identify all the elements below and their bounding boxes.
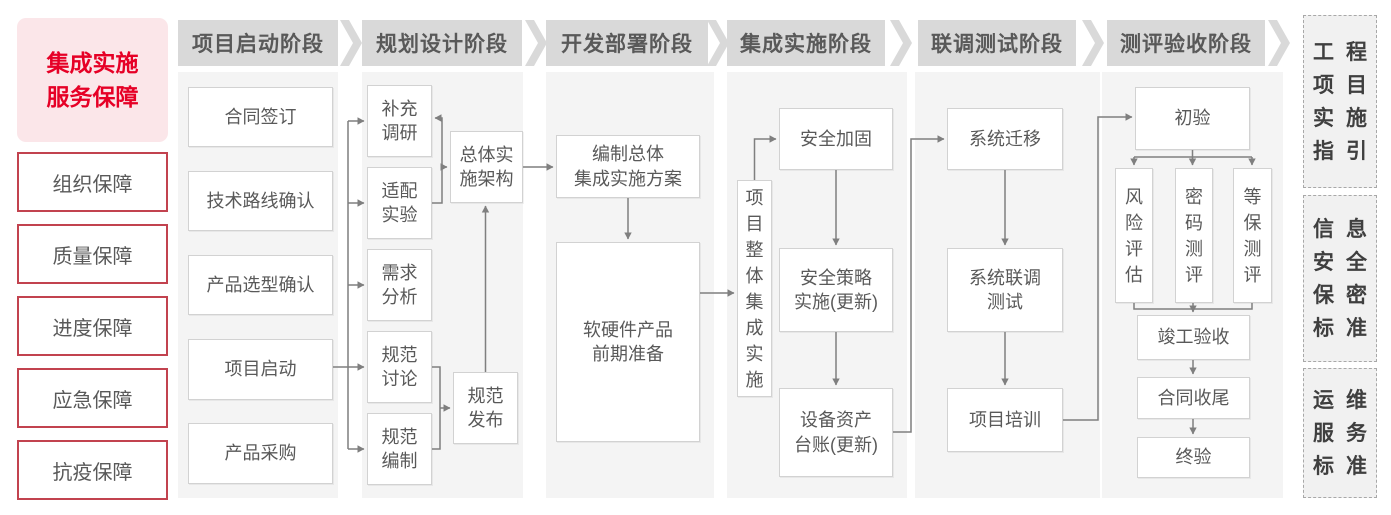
side-note-security-standard: 信息 安全 保密 标准 <box>1303 195 1377 362</box>
flow-box-system-migration: 系统迁移 <box>947 108 1063 170</box>
flow-box-spec-discussion: 规范 讨论 <box>367 331 432 403</box>
sidebar-item-quality: 质量保障 <box>17 224 168 284</box>
flow-box-asset-ledger-update: 设备资产 台账(更新) <box>779 388 893 477</box>
side-note-text: 运维 服务 标准 <box>1313 388 1379 478</box>
sidebar-item-epidemic: 抗疫保障 <box>17 440 168 500</box>
flow-box-security-hardening: 安全加固 <box>779 108 893 170</box>
flow-box-spec-release: 规范 发布 <box>453 372 518 444</box>
sidebar-title: 集成实施 服务保障 <box>17 18 168 142</box>
flow-box-requirement-analysis: 需求 分析 <box>367 249 432 321</box>
chevron-separator-icon <box>1082 20 1104 66</box>
flow-box-supplementary-research: 补充 调研 <box>367 85 432 157</box>
side-note-text: 信息 安全 保密 标准 <box>1313 217 1379 340</box>
flow-box-project-training: 项目培训 <box>947 388 1063 452</box>
flow-box-overall-integration-impl: 项 目 整 体 集 成 实 施 <box>737 180 772 397</box>
flow-box-adaptation-test: 适配 实验 <box>367 167 432 239</box>
flow-box-spec-drafting: 规范 编制 <box>367 413 432 485</box>
flow-box-risk-assessment: 风 险 评 估 <box>1115 168 1153 303</box>
phase-header-planning-design: 规划设计阶段 <box>362 20 522 66</box>
phase-header-joint-testing: 联调测试阶段 <box>918 20 1076 66</box>
flow-box-product-selection: 产品选型确认 <box>188 255 333 315</box>
flow-box-hw-sw-preparation: 软硬件产品 前期准备 <box>556 242 700 442</box>
chevron-separator-icon <box>1268 20 1290 66</box>
flow-box-project-kickoff: 项目启动 <box>188 339 333 400</box>
flow-box-system-joint-testing: 系统联调 测试 <box>947 248 1063 332</box>
sidebar-item-emergency: 应急保障 <box>17 368 168 428</box>
flow-box-preliminary-acceptance: 初验 <box>1135 87 1250 150</box>
flow-box-classified-protection-assessment: 等 保 测 评 <box>1233 168 1272 303</box>
flow-box-overall-impl-architecture: 总体实 施架构 <box>450 131 523 203</box>
flow-box-final-acceptance: 终验 <box>1137 437 1250 478</box>
flow-box-crypto-assessment: 密 码 测 评 <box>1175 168 1213 303</box>
flow-box-security-policy-impl: 安全策略 实施(更新) <box>779 248 893 332</box>
flow-box-tech-route-confirm: 技术路线确认 <box>188 171 333 231</box>
side-note-project-guideline: 工程 项目 实施 指引 <box>1303 15 1377 188</box>
flow-box-completion-acceptance: 竣工验收 <box>1137 315 1250 360</box>
flow-box-product-procurement: 产品采购 <box>188 423 333 484</box>
flow-box-contract-closure: 合同收尾 <box>1137 377 1250 419</box>
side-note-om-standard: 运维 服务 标准 <box>1303 368 1377 498</box>
chevron-separator-icon <box>890 20 912 66</box>
phase-header-project-start: 项目启动阶段 <box>178 20 338 66</box>
phase-header-acceptance: 测评验收阶段 <box>1107 20 1265 66</box>
phase-header-dev-deploy: 开发部署阶段 <box>546 20 708 66</box>
chevron-separator-icon <box>707 20 729 66</box>
phase-header-integration: 集成实施阶段 <box>727 20 885 66</box>
sidebar-item-organization: 组织保障 <box>17 152 168 212</box>
side-note-text: 工程 项目 实施 指引 <box>1313 40 1379 163</box>
flow-box-contract-signing: 合同签订 <box>188 87 333 147</box>
sidebar-item-progress: 进度保障 <box>17 296 168 356</box>
chevron-separator-icon <box>525 20 547 66</box>
flow-box-compile-overall-plan: 编制总体 集成实施方案 <box>556 135 700 198</box>
chevron-separator-icon <box>340 20 362 66</box>
